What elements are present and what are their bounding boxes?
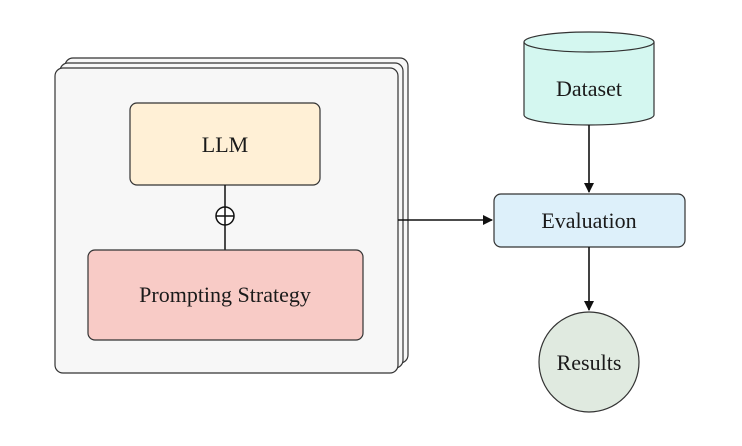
results-label: Results xyxy=(557,350,622,375)
prompting-strategy-label: Prompting Strategy xyxy=(139,282,311,307)
evaluation-node: Evaluation xyxy=(493,193,686,248)
dataset-cylinder-top xyxy=(523,31,655,53)
dataset-node: Dataset xyxy=(523,31,655,126)
prompting-strategy-box xyxy=(87,249,364,341)
llm-node: LLM xyxy=(129,102,321,186)
results-circle xyxy=(538,311,640,413)
llm-prompt-connector xyxy=(215,185,235,250)
llm-label: LLM xyxy=(202,132,248,157)
results-node: Results xyxy=(538,311,640,413)
dataset-label: Dataset xyxy=(556,76,622,101)
dataset-cylinder-body xyxy=(523,42,655,126)
prompting-strategy-node: Prompting Strategy xyxy=(87,249,364,341)
evaluation-label: Evaluation xyxy=(541,208,636,233)
